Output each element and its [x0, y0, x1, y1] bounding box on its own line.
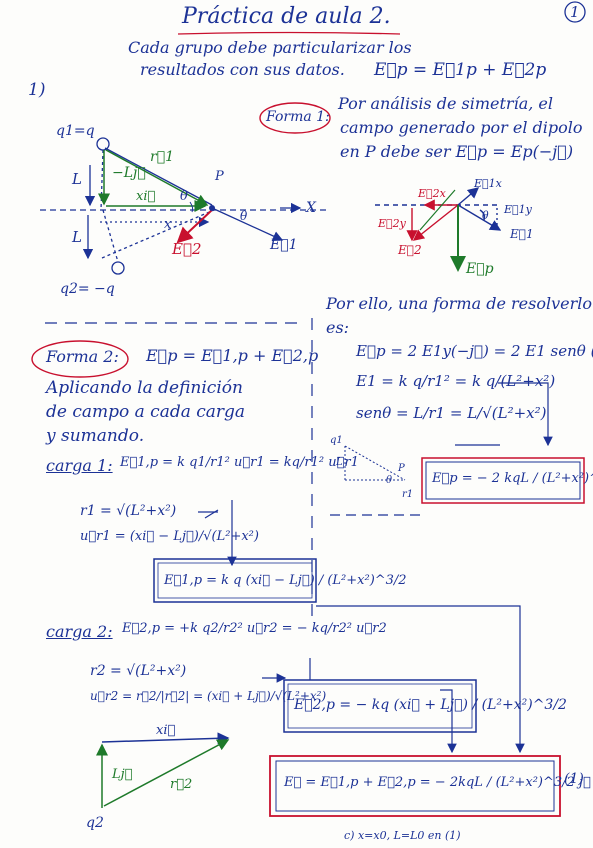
fig3-r2: r⃗2 [170, 777, 193, 792]
carga2-eq: E⃗2,p = +k q2/r2² u⃗r2 = − kq/r2² u⃗r2 [122, 621, 387, 636]
fig1-q1: q1=q [56, 123, 95, 139]
final-box [269, 755, 561, 817]
sol-line-4: E1 = k q/r1² = k q/(L²+x²) [356, 372, 556, 390]
fig1-P: P [215, 169, 224, 184]
final-equation: E⃗ = E⃗1,p + E⃗2,p = − 2kqL / (L²+x²)^3/… [284, 775, 591, 790]
fig1-theta2: θ [240, 209, 248, 223]
carga2-result: E⃗2,p = − kq (xi⃗ + Lj⃗) / (L²+x²)^3/2 [294, 697, 567, 713]
flow-arrows-carga1 [198, 500, 237, 567]
result-box-e2p [283, 679, 477, 733]
fig2-theta: θ [482, 209, 489, 222]
result-box-e1p [153, 558, 317, 603]
carga2-r2: r2 = √(L²+x²) [90, 663, 187, 679]
result-box-ep [421, 457, 585, 504]
fig1-E1: E⃗1 [270, 237, 298, 253]
sol-result: E⃗p = − 2 kqL / (L²+x²)^3/2 j⃗ [432, 471, 593, 486]
fig1-L-bottom: L [72, 228, 82, 246]
page-title: Práctica de aula 2. [182, 4, 391, 29]
fig3-q2: q2 [86, 815, 104, 831]
superposition-eq: E⃗p = E⃗1p + E⃗2p [374, 60, 547, 80]
page-number: 1 [570, 3, 580, 21]
forma2-line-2: de campo a cada carga [46, 402, 246, 422]
final-tag: (1) [564, 771, 584, 787]
fig1-xi: xi⃗ [136, 189, 156, 204]
figure2-vectors [375, 187, 502, 272]
mini-P: P [398, 463, 405, 474]
carga1-eq: E⃗1,p = k q1/r1² u⃗r1 = kq/r1² u⃗r1 [120, 455, 359, 470]
forma1-line-3: en P debe ser E⃗p = Ep(−j⃗) [340, 142, 574, 161]
mini-theta: θ [386, 475, 393, 486]
theta-arc [189, 201, 194, 213]
fig1-L-top: L [72, 170, 82, 188]
page-number-circle [564, 1, 586, 23]
point-p [209, 205, 215, 211]
forma1-line-1: Por análisis de simetría, el [338, 94, 553, 113]
carga1-ur1: u⃗r1 = (xi⃗ − Lj⃗)/√(L²+x²) [80, 529, 259, 544]
carga1-result: E⃗1,p = k q (xi⃗ − Lj⃗) / (L²+x²)^3/2 [164, 573, 407, 588]
mini-q1: q1 [330, 435, 343, 446]
figure1-dipole [40, 137, 330, 275]
fig2-E1x: E⃗1x [474, 177, 502, 190]
flow-arrows-right [455, 382, 553, 447]
fig1-q2: q2= −q [60, 281, 115, 297]
field-e2-arrow [176, 209, 213, 244]
sol-line-1: Por ello, una forma de resolverlo [326, 294, 593, 313]
fig2-E1: E⃗1 [510, 227, 534, 241]
intro-line-2: resultados con sus datos. [140, 60, 345, 79]
fig2-Ep: E⃗p [466, 261, 494, 277]
forma1-label: Forma 1: [266, 109, 330, 125]
mini-L: L [336, 457, 343, 468]
fig1-X-axis: X [306, 200, 316, 216]
footnote: c) x=x0, L=L0 en (1) [344, 829, 461, 842]
mini-figure [344, 445, 406, 481]
fig2-E1y: E⃗1y [504, 203, 532, 216]
figure1-green [98, 149, 209, 212]
carga1-label: carga 1: [46, 456, 113, 475]
flow-arrows-carga2 [262, 605, 525, 754]
sol-line-2: es: [326, 318, 350, 337]
forma2-line-3: y sumando. [46, 426, 145, 446]
fig3-xi: xi⃗ [156, 723, 176, 738]
fig1-theta: θ [180, 189, 188, 204]
forma1-line-2: campo generado por el dipolo [340, 118, 583, 137]
carga2-label: carga 2: [46, 622, 113, 641]
problem-number: 1) [28, 80, 46, 100]
figure3-triangle [96, 732, 230, 808]
title-underline [177, 31, 401, 35]
forma1-ellipse [259, 102, 331, 134]
intro-line-1: Cada grupo debe particularizar los [128, 38, 412, 57]
forma2-ellipse [31, 340, 129, 378]
fig1-r1: r⃗1 [150, 149, 175, 165]
forma2-line-1: Aplicando la definición [46, 378, 243, 398]
fig1-neg-Lj: −Lj⃗ [112, 165, 146, 181]
mini-r1: r1 [402, 489, 414, 500]
fig2-E2y: E⃗2y [378, 217, 406, 230]
fig1-E2: E⃗2 [172, 240, 202, 258]
carga2-ur2: u⃗r2 = r⃗2/|r⃗2| = (xi⃗ + Lj⃗)/√(L²+x²) [90, 689, 327, 703]
fig3-Lj: Lj⃗ [112, 767, 133, 782]
sol-line-5: senθ = L/r1 = L/√(L²+x²) [356, 404, 547, 422]
sol-line-3: E⃗p = 2 E1y(−j⃗) = 2 E1 senθ (−j⃗) [356, 342, 593, 360]
forma2-label: Forma 2: [46, 347, 119, 366]
forma2-equation: E⃗p = E⃗1,p + E⃗2,p [146, 346, 319, 365]
fig2-E2: E⃗2 [398, 243, 422, 257]
fig2-E2x: E⃗2x [418, 187, 446, 200]
carga1-r1: r1 = √(L²+x²) [80, 503, 177, 519]
fig1-x-distance: x [164, 217, 172, 232]
